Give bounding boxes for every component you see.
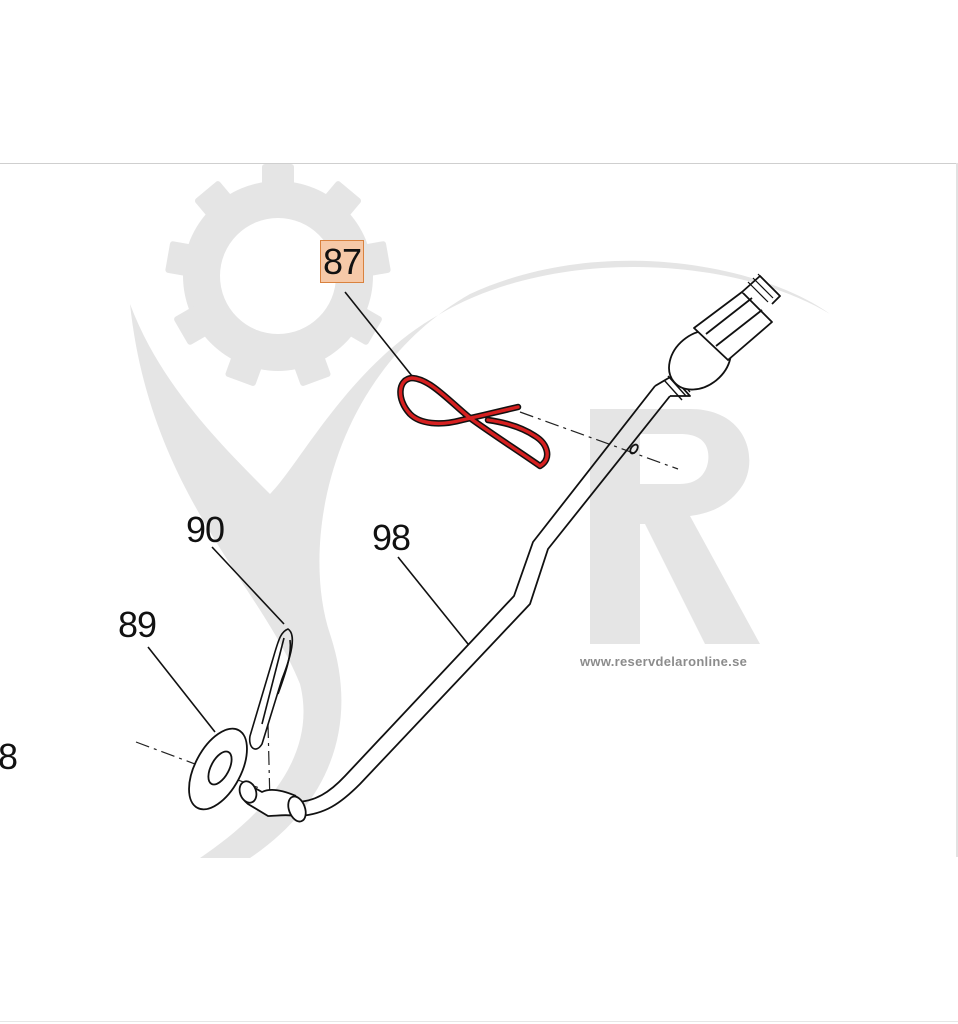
callout-98[interactable]: 98	[372, 517, 411, 558]
washer-89	[188, 727, 248, 811]
leader-lines	[147, 291, 469, 733]
swoosh-shape	[130, 260, 830, 858]
leader-line-87	[344, 291, 413, 377]
watermark-logo	[130, 164, 830, 858]
frame-edge	[956, 163, 958, 857]
callout-88[interactable]: 8	[0, 736, 18, 777]
leader-line-98	[397, 556, 469, 645]
callout-90[interactable]: 90	[186, 509, 225, 550]
watermark-url: www.reservdelaronline.se	[580, 654, 748, 669]
leader-line-89	[147, 646, 216, 733]
bottom-divider	[0, 1021, 958, 1022]
hairpin-clip-87-highlight	[398, 376, 549, 468]
r-letter-shape	[590, 409, 760, 644]
gear-icon	[165, 164, 391, 386]
control-rod-98	[238, 273, 781, 823]
callout-87[interactable]: 87	[320, 240, 365, 283]
callout-89[interactable]: 89	[118, 604, 157, 645]
cotter-pin-90	[248, 628, 294, 750]
parts-diagram	[0, 163, 958, 858]
diagram-drawing	[130, 164, 830, 858]
leader-line-90	[211, 546, 285, 625]
